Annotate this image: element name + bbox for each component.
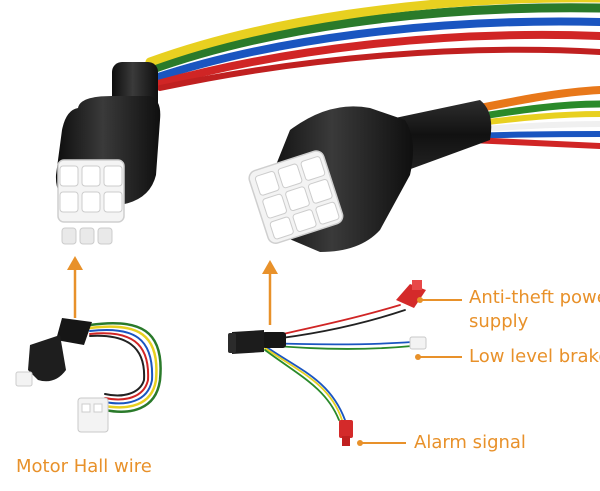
arrow-up-right-icon [262,260,278,325]
callout-alarm [357,440,406,446]
motor-hall-connector-black [15,318,92,387]
connector-9pin-large [248,100,492,252]
motor-hall-wire [88,321,162,413]
motor-hall-connector-white [77,397,109,433]
alarm-signal-label: Alarm signal [414,432,526,453]
connector-6pin-large [55,62,161,245]
motor-hall-wire-label: Motor Hall wire [16,456,152,477]
signal-harness-connector-black [228,330,286,354]
antitheft-connector-red [396,280,426,308]
callout-lowbrakes [415,354,462,360]
anti-theft-label-line2: supply [469,311,529,332]
anti-theft-label-line1: Anti-theft power [469,287,600,308]
anti-theft-label: Anti-theft power supply [469,286,600,334]
low-level-brakes-label: Low level brakes [469,346,600,367]
alarm-connector-red [339,420,353,446]
signal-harness-wires [264,304,413,421]
callout-antitheft [417,297,462,303]
arrow-up-left-icon [67,256,83,318]
wire-bundle-top [145,0,600,91]
lowbrakes-connector-white [409,336,427,350]
